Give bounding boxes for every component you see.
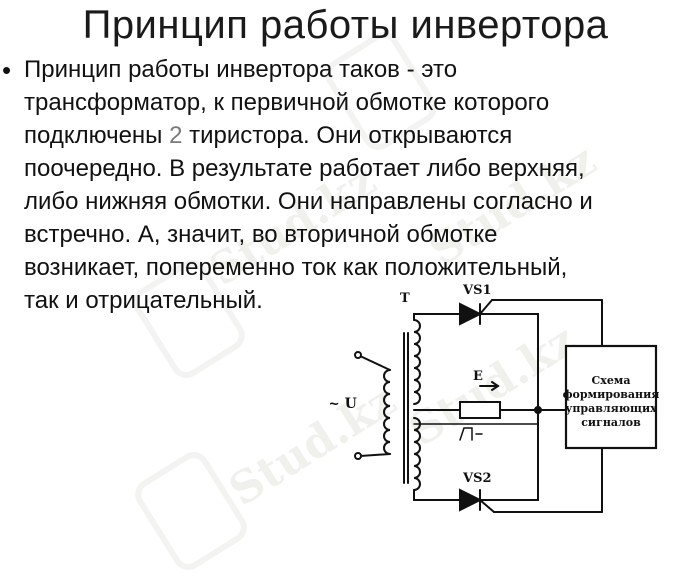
inverter-circuit-diagram: T ~ U VS1 xyxy=(330,283,660,513)
text-line: поочередно. В результате работает либо в… xyxy=(24,155,585,182)
primary-winding xyxy=(413,319,421,491)
bullet-marker: • xyxy=(2,55,12,85)
text-line: трансформатор, к первичной обмотке котор… xyxy=(24,89,550,116)
text-line: так и отрицательный. xyxy=(24,287,263,314)
thyristor-vs1-label: VS1 xyxy=(462,283,492,298)
slide-body: Принцип работы инвертора таков - это тра… xyxy=(24,53,691,317)
svg-text:формирования: формирования xyxy=(563,388,660,401)
text-line: возникает, попеременно ток как положител… xyxy=(24,254,568,281)
svg-text:Схема: Схема xyxy=(592,374,631,387)
secondary-winding xyxy=(383,369,391,455)
watermark-badge xyxy=(129,446,253,576)
control-block xyxy=(564,344,658,450)
pulse-symbol-icon xyxy=(459,427,483,441)
text-line: встречно. А, значит, во вторичной обмотк… xyxy=(24,221,498,248)
source-label: E xyxy=(473,369,483,384)
thyristor-vs2-label: VS2 xyxy=(462,471,492,486)
resistor-e xyxy=(459,401,501,419)
transformer-label: T xyxy=(400,291,410,306)
voltage-label: ~ U xyxy=(330,396,357,412)
svg-text:сигналов: сигналов xyxy=(581,416,641,429)
text-line: либо нижняя обмотки. Они направлены согл… xyxy=(24,188,593,215)
control-block-label: Схема формирования управляющих сигналов xyxy=(563,374,660,429)
text-line: подключены 2 тиристора. Они открываются xyxy=(24,122,513,149)
thyristor-vs1 xyxy=(459,299,493,326)
text-line: Принцип работы инвертора таков - это xyxy=(24,56,458,83)
svg-text:управляющих: управляющих xyxy=(565,402,657,415)
highlighted-number: 2 xyxy=(169,122,183,149)
slide-title: Принцип работы инвертора xyxy=(82,3,609,47)
thyristor-vs2 xyxy=(459,488,495,513)
